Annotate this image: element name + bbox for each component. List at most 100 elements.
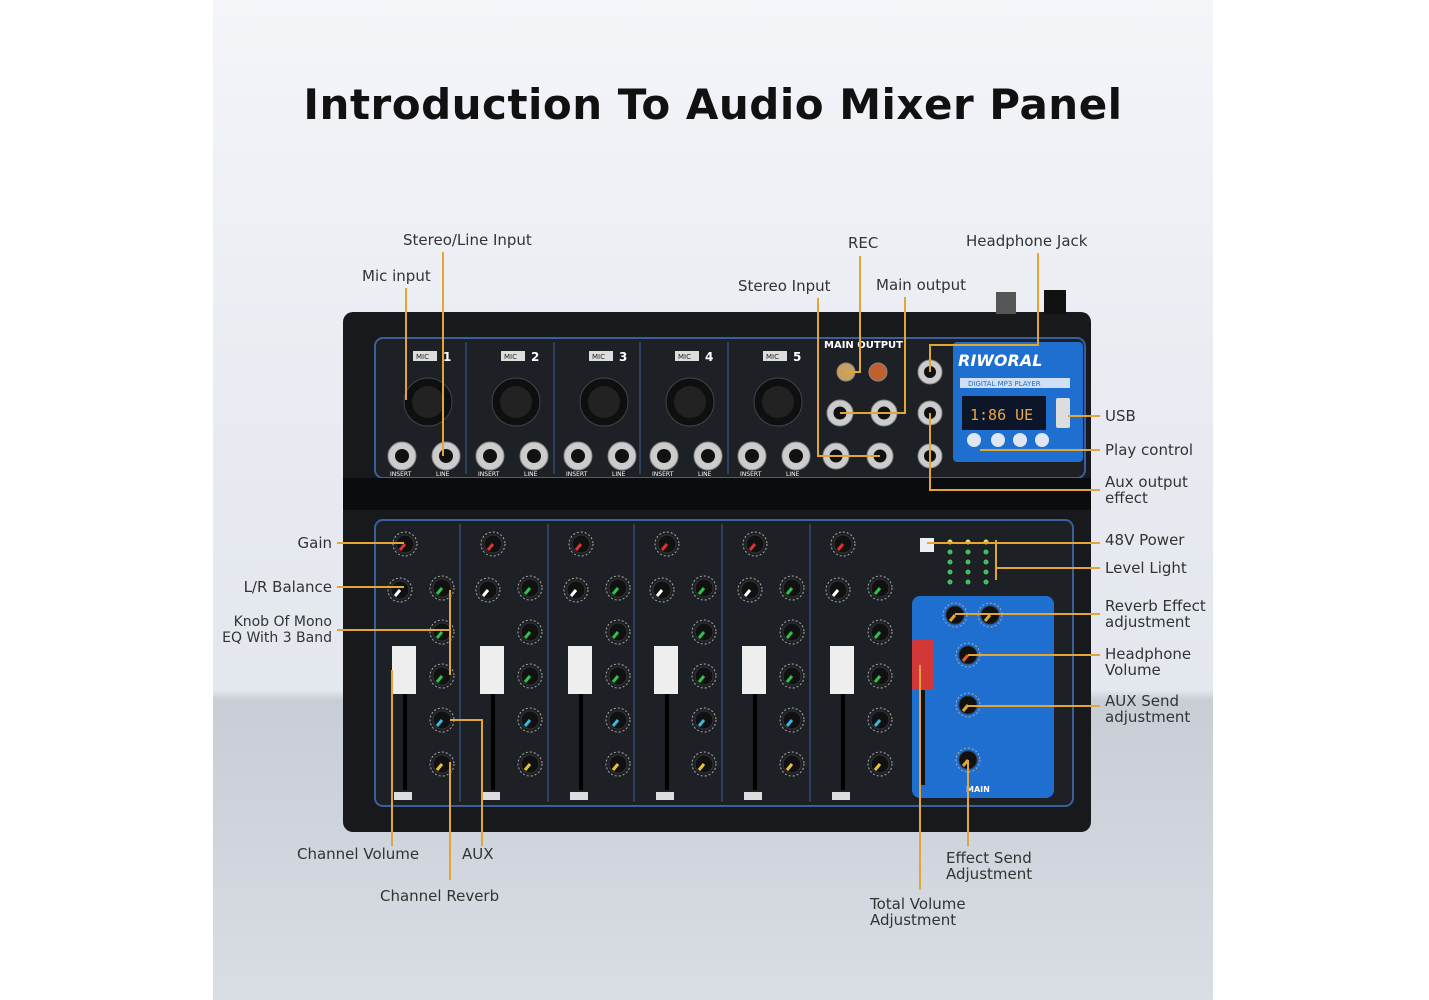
gain-knob-scale [568, 531, 594, 557]
gain-knob-scale [742, 531, 768, 557]
aux-send-knob-pointer [961, 704, 970, 712]
label-reverb-effect: Reverb Effect adjustment [1105, 597, 1206, 631]
jack-label: LINE [786, 471, 800, 478]
phantom-power-switch[interactable] [920, 538, 934, 552]
label-48v-power: 48V Power [1105, 531, 1185, 549]
pan-knob-pointer [569, 589, 578, 597]
strip-knob-pointer [785, 587, 794, 595]
jack-label: INSERT [652, 471, 674, 478]
strip-knob-scale [779, 707, 805, 733]
rec-rca-right[interactable] [868, 362, 888, 382]
insert-jack-5-hole [745, 449, 759, 463]
strip-knob-pointer [523, 719, 532, 727]
line-jack-1-hole [439, 449, 453, 463]
brand-logo: RIWORAL [958, 351, 1042, 370]
mute-button[interactable] [394, 792, 412, 800]
fader-track [753, 650, 757, 790]
pan-knob-pointer [655, 589, 664, 597]
master-fader[interactable] [912, 640, 934, 690]
player-label-box [960, 378, 1070, 388]
mic-tag-box [589, 351, 613, 361]
strip-knob-scale [691, 751, 717, 777]
label-channel-reverb: Channel Reverb [380, 887, 500, 905]
pan-knob-pointer [481, 589, 490, 597]
mic-tag: MIC [766, 353, 779, 361]
page-title: Introduction To Audio Mixer Panel [303, 80, 1123, 129]
pan-knob-scale [737, 577, 763, 603]
level-led [947, 559, 953, 565]
gain-knob-scale [830, 531, 856, 557]
jack-label: INSERT [478, 471, 500, 478]
fader-track [403, 650, 407, 790]
mute-button[interactable] [570, 792, 588, 800]
mic-tag-box [763, 351, 787, 361]
master-fader-track [921, 690, 925, 785]
gain-knob-pointer [836, 543, 845, 551]
channel-fader[interactable] [568, 646, 592, 694]
label-rec: REC [848, 234, 879, 252]
strip-knob-scale [691, 619, 717, 645]
level-led [983, 569, 989, 575]
pan-knob-pointer [831, 589, 840, 597]
strip-knob-scale [517, 707, 543, 733]
player-display-text: 1:86 UE [970, 406, 1033, 424]
strip-knob-scale [429, 619, 455, 645]
mic-tag: MIC [416, 353, 429, 361]
insert-jack-3-hole [571, 449, 585, 463]
strip-knob-pointer [697, 631, 706, 639]
channel-fader[interactable] [742, 646, 766, 694]
label-mono-eq: Knob Of Mono EQ With 3 Band [222, 614, 332, 646]
channel-number: 2 [531, 350, 539, 364]
label-headphone-jack: Headphone Jack [966, 232, 1088, 250]
channel-fader[interactable] [480, 646, 504, 694]
strip-knob-scale [779, 751, 805, 777]
strip-knob-scale [779, 663, 805, 689]
gain-knob-pointer [486, 543, 495, 551]
strip-knob-scale [691, 663, 717, 689]
mute-button[interactable] [832, 792, 850, 800]
strip-knob-pointer [435, 631, 444, 639]
main-output-label: MAIN OUTPUT [824, 340, 903, 351]
usb-port[interactable] [1056, 398, 1070, 428]
strip-knob-scale [605, 707, 631, 733]
mute-button[interactable] [744, 792, 762, 800]
gain-knob-scale [480, 531, 506, 557]
strip-knob-scale [605, 619, 631, 645]
label-aux: AUX [462, 845, 494, 863]
label-headphone-volume: Headphone Volume [1105, 645, 1192, 679]
leader-line [929, 413, 1100, 491]
level-led [947, 569, 953, 575]
jack-label: INSERT [740, 471, 762, 478]
label-lr-balance: L/R Balance [243, 578, 332, 596]
line-jack-4-hole [701, 449, 715, 463]
channel-fader[interactable] [830, 646, 854, 694]
player-button[interactable] [1013, 433, 1027, 447]
mute-button[interactable] [482, 792, 500, 800]
master-fx-panel [912, 596, 1054, 798]
label-mic-input: Mic input [362, 267, 431, 285]
player-button[interactable] [991, 433, 1005, 447]
strip-knob-scale [867, 751, 893, 777]
xlr-inner [412, 386, 444, 418]
strip-knob-pointer [435, 763, 444, 771]
strip-knob-pointer [697, 587, 706, 595]
fader-track [491, 650, 495, 790]
channel-fader[interactable] [654, 646, 678, 694]
channel-number: 4 [705, 350, 713, 364]
strip-knob-pointer [697, 719, 706, 727]
main-volume-knob-scale [955, 747, 981, 773]
level-led [947, 549, 953, 555]
strip-knob-scale [517, 619, 543, 645]
main-section-label: MAIN [966, 785, 990, 794]
insert-jack-4-hole [657, 449, 671, 463]
delay-knob-pointer [948, 614, 957, 622]
player-label: DIGITAL MP3 PLAYER [968, 380, 1041, 388]
label-main-output: Main output [876, 276, 967, 294]
mute-button[interactable] [656, 792, 674, 800]
strip-knob-pointer [785, 719, 794, 727]
jack-label: INSERT [566, 471, 588, 478]
strip-knob-pointer [785, 631, 794, 639]
player-button[interactable] [967, 433, 981, 447]
player-button[interactable] [1035, 433, 1049, 447]
channel-fader[interactable] [392, 646, 416, 694]
